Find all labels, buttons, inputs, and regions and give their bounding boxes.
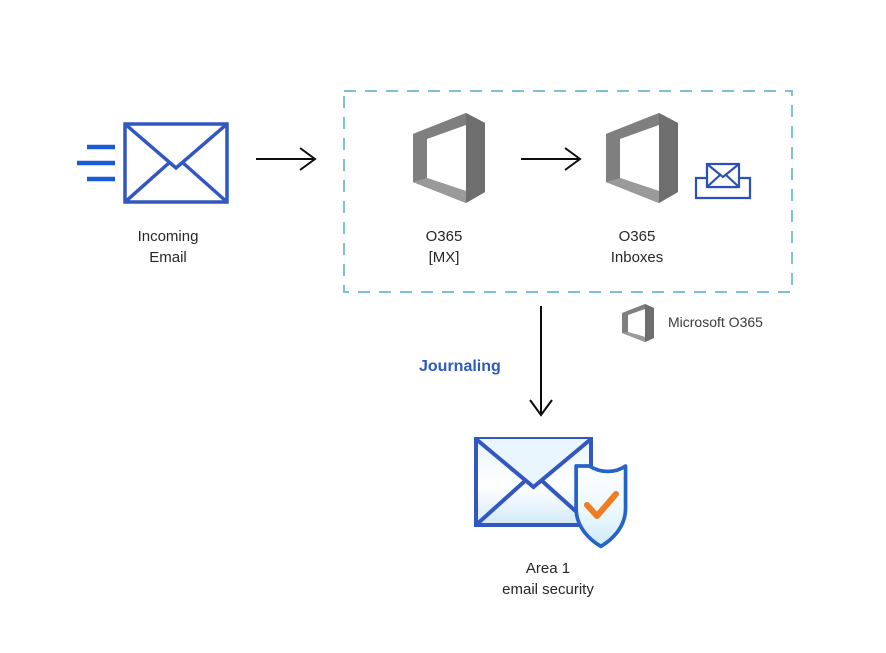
node-incoming-email [75,118,230,210]
envelope-icon [474,437,593,527]
inbox-tray-icon [694,162,752,200]
office365-icon [606,113,678,203]
o365-boundary-group [343,90,793,293]
envelope-flap [123,122,229,171]
label-journaling: Journaling [419,358,501,375]
office365-icon [622,304,654,342]
legend-label-microsoft-o365: Microsoft O365 [668,314,763,330]
node-o365-inboxes [601,112,683,204]
speed-lines-icon [77,144,115,182]
shield-check-icon [574,464,628,549]
node-inbox-tray [694,160,752,202]
label-incoming-email: Incoming Email [137,228,199,266]
dashed-boundary-rect [343,90,793,293]
label-area1-email-security: Area 1 email security [502,560,594,598]
envelope-flap [474,437,593,490]
edge-mx-to-inboxes [521,146,583,172]
arrow-right-icon [521,147,582,171]
arrow-right-icon [256,147,317,171]
node-area1-email-security [470,432,635,550]
check-icon [584,491,619,519]
envelope-icon [123,122,229,204]
node-o365-mx [408,112,490,204]
arrow-down-icon [529,306,553,417]
edge-incoming-to-mx [256,146,318,172]
label-o365-mx: O365 [MX] [425,228,463,266]
label-o365-inboxes: O365 Inboxes [610,228,664,266]
edge-inboxes-to-area1 [528,306,554,418]
legend-office365 [620,303,656,343]
office365-icon [413,113,485,203]
